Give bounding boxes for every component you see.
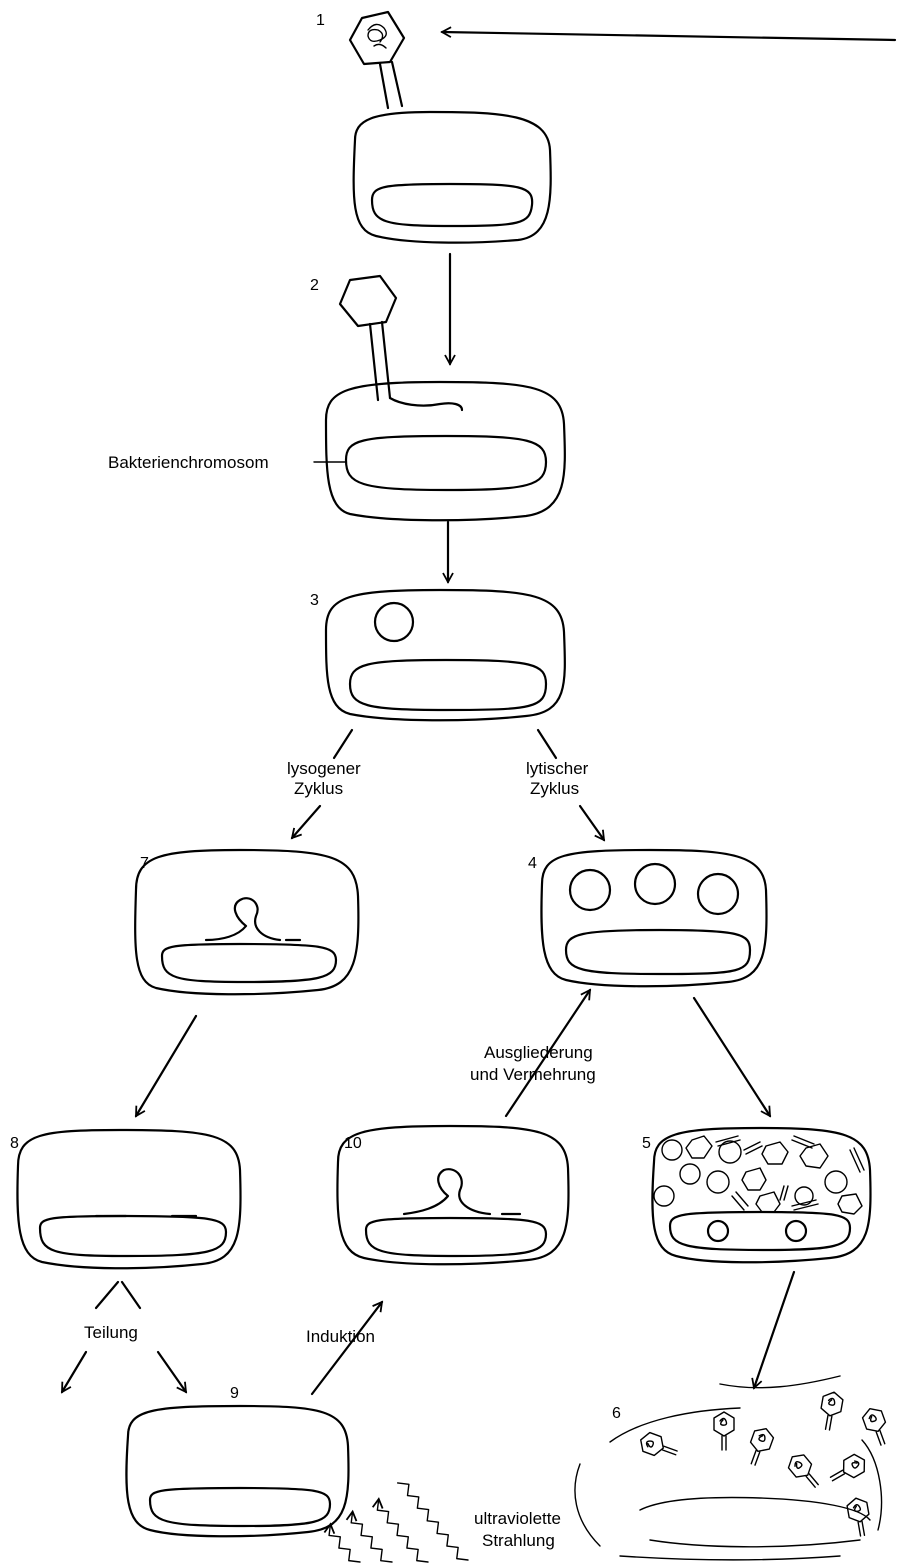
label-uv-2: Strahlung [482,1531,555,1550]
label-bacterial-chromosome: Bakterienchromosom [108,453,269,472]
stage-number-10: 10 [344,1135,362,1152]
arrow-to-7 [290,804,322,840]
bacterium-cell-1 [352,110,552,244]
bacterium-cell-8 [16,1128,242,1270]
bacterium-cell-5-filled [651,1126,872,1264]
label-excision-2: und Vermehrung [470,1065,596,1084]
division-branch-right [120,1280,142,1310]
arrow-to-4 [578,804,606,842]
label-lytic-1: lytischer [526,759,589,778]
bacterium-cell-2 [324,380,566,522]
arrow-division-right [156,1350,188,1394]
label-uv-1: ultraviolette [474,1509,561,1528]
arrow-10-to-4 [504,988,592,1118]
label-induction: Induktion [306,1327,375,1346]
division-branch-left [94,1280,120,1310]
bacterium-cell-4 [540,848,768,988]
label-lysogenic-1: lysogener [287,759,361,778]
label-lysogenic-2: Zyklus [294,779,343,798]
arrow-5-to-6 [751,1270,796,1390]
arrow-division-left [60,1350,88,1394]
label-lytic-2: Zyklus [530,779,579,798]
stage-number-7: 7 [140,855,149,872]
arrow-7-to-8 [134,1014,198,1118]
label-division: Teilung [84,1323,138,1342]
branch-line-lytic [536,728,558,760]
bacterium-cell-7 [134,848,360,996]
uv-radiation-waves [323,1482,469,1563]
label-excision-1: Ausgliederung [484,1043,593,1062]
stage-number-9: 9 [230,1385,239,1402]
phage-attached-icon [338,274,464,412]
lysed-cell-fragments [574,1375,883,1561]
arrow-4-to-5 [692,996,772,1118]
return-arrow [440,26,897,42]
arrow-9-to-10 [310,1300,384,1396]
stage-number-8: 8 [10,1135,19,1152]
stage-number-4: 4 [528,855,537,872]
stage-number-1: 1 [316,12,325,29]
bacterium-cell-10 [336,1124,570,1266]
stage-number-5: 5 [642,1135,651,1152]
phage-icon [348,10,406,110]
stage-number-3: 3 [310,592,319,609]
bacterium-cell-3 [324,588,566,722]
released-phages [636,1389,893,1539]
branch-line-lysogenic [332,728,354,760]
bacterium-cell-9 [125,1404,350,1538]
stage-number-2: 2 [310,277,319,294]
stage-number-6: 6 [612,1405,621,1422]
